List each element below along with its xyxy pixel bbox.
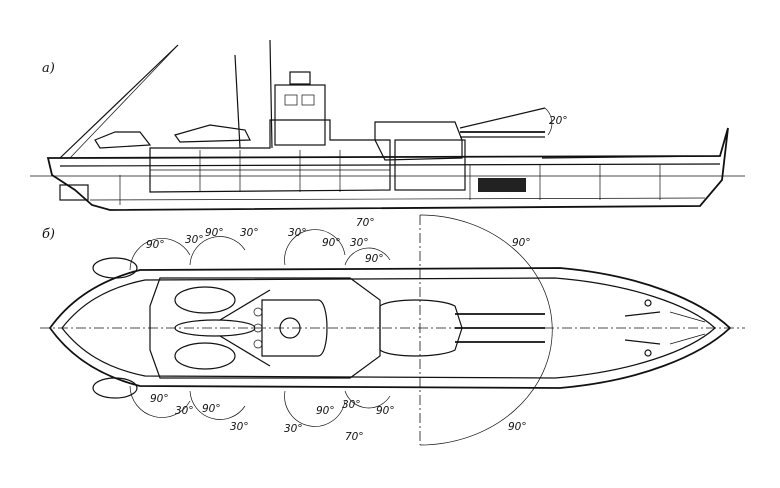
arc-labels-top: 90° 30° 90° 30° 30° 90° 30° 90° 70° 90° <box>146 217 531 265</box>
tower <box>274 84 326 146</box>
arc-labels-bottom: 90° 30° 90° 30° 30° 90° 30° 90° 70° 90° <box>150 393 527 443</box>
svg-text:30°: 30° <box>230 421 249 433</box>
svg-text:90°: 90° <box>146 239 165 251</box>
stern-box <box>59 184 89 201</box>
superstructure-top <box>149 277 381 379</box>
svg-text:90°: 90° <box>205 227 224 239</box>
svg-text:30°: 30° <box>350 237 369 249</box>
elevation-angle: 20° <box>549 115 568 127</box>
svg-text:90°: 90° <box>150 393 169 405</box>
superstructure <box>149 119 391 193</box>
crane-boom <box>59 44 179 159</box>
main-turret-side <box>374 121 463 161</box>
svg-text:30°: 30° <box>342 399 361 411</box>
svg-text:90°: 90° <box>365 253 384 265</box>
svg-text:30°: 30° <box>284 423 303 435</box>
svg-text:70°: 70° <box>356 217 375 229</box>
bow-fittings <box>624 299 706 357</box>
view-a-label: а) <box>42 61 55 76</box>
main-turret-arc <box>419 214 553 446</box>
elevation-arc <box>544 107 553 136</box>
deck-outline <box>48 267 732 389</box>
engine-room <box>478 178 526 192</box>
svg-text:90°: 90° <box>322 237 341 249</box>
view-b-label: б) <box>42 227 55 242</box>
svg-text:90°: 90° <box>202 403 221 415</box>
side-view: а) 20° <box>30 39 745 211</box>
boat-1 <box>174 124 251 143</box>
boat-2 <box>94 131 152 149</box>
svg-text:70°: 70° <box>345 431 364 443</box>
svg-text:90°: 90° <box>512 237 531 249</box>
secondary-arcs <box>129 229 391 427</box>
main-turret-top <box>379 299 463 357</box>
boat-top-port <box>92 257 138 279</box>
svg-text:90°: 90° <box>316 405 335 417</box>
boat-top-starboard <box>92 377 138 399</box>
svg-text:30°: 30° <box>240 227 259 239</box>
svg-text:90°: 90° <box>508 421 527 433</box>
gun-barrels-top <box>455 313 545 343</box>
svg-text:30°: 30° <box>288 227 307 239</box>
top-view: б) <box>40 214 745 446</box>
svg-text:30°: 30° <box>185 234 204 246</box>
svg-text:30°: 30° <box>175 405 194 417</box>
svg-text:90°: 90° <box>376 405 395 417</box>
barbette <box>394 139 466 191</box>
